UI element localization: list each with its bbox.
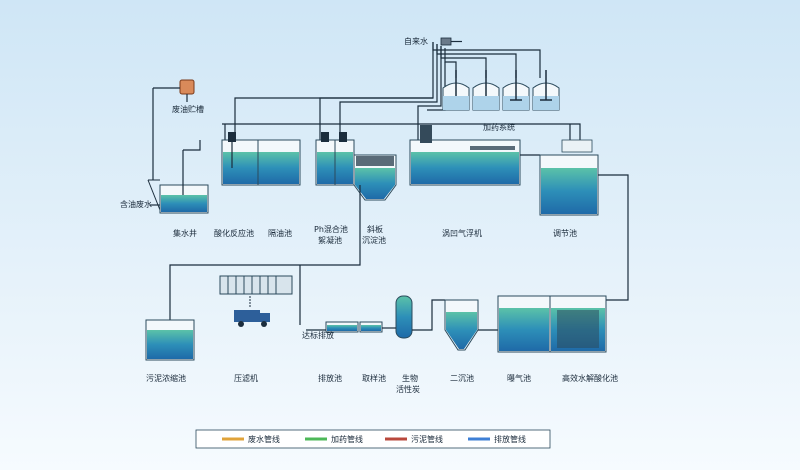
- secondary-clarifier-label: 二沉池: [450, 373, 474, 383]
- discharge-tank-label: 排放池: [318, 373, 342, 383]
- legend: [195, 429, 551, 449]
- waste-oil-tank-label: 废油贮槽: [172, 104, 204, 114]
- discharge-tank[interactable]: [306, 321, 359, 333]
- dosing-tank-2[interactable]: [472, 70, 500, 111]
- bio-carbon-label-1: 生物: [402, 373, 418, 383]
- acid-reaction-tank[interactable]: [221, 132, 301, 186]
- equalization-outlet-pipe: [598, 174, 629, 301]
- filter-press[interactable]: [219, 275, 293, 308]
- oil-separator-label: 隔油池: [268, 228, 292, 238]
- equalization-tank-label: 调节池: [553, 228, 577, 238]
- tap-water-label: 自来水: [404, 36, 428, 46]
- inclined-plate-label-1: 斜板: [367, 224, 383, 234]
- dosing-tank-1[interactable]: [442, 70, 470, 111]
- inclined-plate-settler[interactable]: [353, 154, 397, 201]
- dosing-system-label: 加药系统: [483, 122, 515, 132]
- legend-label: 加药管线: [331, 434, 363, 444]
- hydrolysis-tank[interactable]: [549, 295, 607, 353]
- inclined-plate-label-2: 沉淀池: [362, 235, 386, 245]
- ph-mixing-label-2: 絮凝池: [318, 235, 342, 245]
- sludge-thickener[interactable]: [145, 319, 195, 361]
- waste-oil-tank[interactable]: [152, 79, 195, 180]
- main-overhead-pipe: [222, 123, 581, 140]
- legend-label: 排放管线: [494, 434, 526, 444]
- ph-mixing-tank[interactable]: [315, 132, 355, 186]
- sampling-tank[interactable]: [359, 321, 383, 333]
- dosing-tank-4[interactable]: [532, 70, 560, 111]
- secondary-clarifier[interactable]: [444, 299, 479, 351]
- sampling-tank-label: 取样池: [362, 373, 386, 383]
- legend-label: 污泥管线: [411, 434, 443, 444]
- legend-label: 废水管线: [248, 434, 280, 444]
- ph-mixing-label-1: Ph混合池: [314, 224, 348, 234]
- tap-water-pipes: [234, 42, 541, 140]
- collection-well-label: 集水井: [173, 228, 197, 238]
- bio-carbon-column[interactable]: [382, 295, 445, 339]
- bio-carbon-label-2: 活性炭: [396, 384, 420, 394]
- equalization-tank[interactable]: [520, 124, 599, 216]
- discharge-standard-label: 达标排放: [302, 330, 334, 340]
- aeration-tank-label: 曝气池: [507, 373, 531, 383]
- tap-water-valve[interactable]: [440, 37, 462, 46]
- oily-wastewater-label: 含油废水: [120, 199, 152, 209]
- acid-reaction-tank-label: 酸化反应池: [214, 228, 254, 238]
- aeration-tank[interactable]: [497, 295, 551, 353]
- filter-press-label: 压滤机: [234, 373, 258, 383]
- air-flotation-unit[interactable]: [409, 125, 521, 186]
- sludge-thickener-label: 污泥浓缩池: [146, 373, 186, 383]
- hydrolysis-tank-label: 高效水解酸化池: [562, 373, 618, 383]
- sludge-truck[interactable]: [234, 310, 270, 327]
- collection-well[interactable]: [159, 140, 209, 214]
- dosing-tank-3[interactable]: [502, 70, 530, 111]
- air-flotation-label: 涡凹气浮机: [442, 228, 482, 238]
